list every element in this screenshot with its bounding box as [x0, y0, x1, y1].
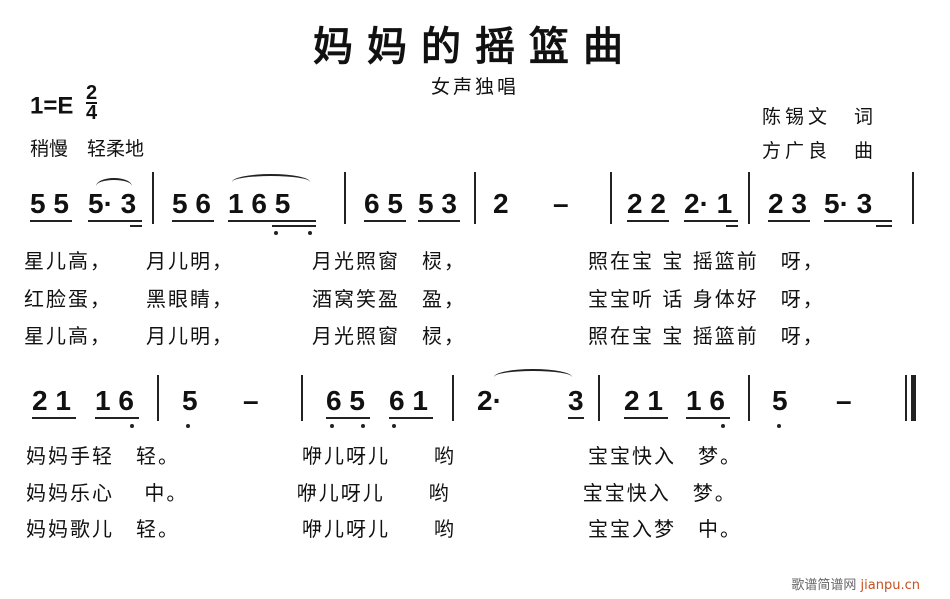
note-group: –: [836, 385, 852, 416]
beam: [32, 417, 76, 419]
watermark-site: 歌谱简谱网: [791, 578, 857, 593]
beam: [130, 225, 142, 227]
final-bar-thick: [911, 375, 916, 421]
note-group: 2 2: [627, 188, 666, 219]
octave-dot: [392, 424, 396, 428]
octave-dot: [130, 424, 134, 428]
lyric-verse-1: 妈妈手轻 轻。 咿儿呀儿 哟 宝宝快入 梦。: [26, 444, 742, 468]
bar-line: [157, 375, 159, 421]
note-group: 3: [568, 385, 584, 416]
time-numerator: 2: [86, 82, 98, 104]
beam: [389, 417, 433, 419]
slur: [96, 178, 132, 194]
note-group: 2: [493, 188, 509, 219]
note-group: –: [243, 385, 259, 416]
beam: [627, 220, 669, 222]
composer-credit: 方广良 曲: [762, 140, 878, 162]
note-group: 6 5: [364, 188, 403, 219]
bar-line: [452, 375, 454, 421]
time-denominator: 4: [86, 102, 98, 124]
notation-line-2: 2 1 1 6 5 – 6 5 6 1 2· 3 2 1 1 6 5 –: [0, 365, 950, 435]
note-group: 2 3: [768, 188, 807, 219]
octave-dot: [721, 424, 725, 428]
beam: [684, 220, 738, 222]
note-group: 5: [772, 385, 788, 416]
beam: [624, 417, 668, 419]
octave-dot: [274, 231, 278, 235]
beam: [568, 417, 584, 419]
beam: [686, 417, 730, 419]
slur: [232, 174, 310, 190]
note-group: 2· 1: [684, 188, 733, 219]
beam: [364, 220, 406, 222]
beam: [95, 417, 139, 419]
beam: [876, 225, 892, 227]
note-group: 5 3: [418, 188, 457, 219]
watermark-url: jianpu.cn: [860, 578, 920, 593]
lyricist-credit: 陈锡文 词: [762, 106, 878, 128]
note-group: 5: [182, 385, 198, 416]
tempo-marking: 稍慢 轻柔地: [30, 138, 145, 160]
note-group: 5 5: [30, 188, 69, 219]
beam: [768, 220, 810, 222]
watermark: 歌谱简谱网 jianpu.cn: [791, 574, 920, 593]
note-group: 2 1: [624, 385, 663, 416]
octave-dot: [330, 424, 334, 428]
bar-line: [610, 172, 612, 224]
octave-dot: [186, 424, 190, 428]
bar-line: [152, 172, 154, 224]
bar-line: [912, 172, 914, 224]
key-signature: 1=E 2 4: [30, 83, 98, 126]
beam: [272, 225, 316, 227]
note-group: 5· 3: [824, 188, 873, 219]
time-signature: 2 4: [86, 82, 98, 124]
bar-line: [748, 375, 750, 421]
note-group: 1 6 5: [228, 188, 291, 219]
note-group: 2·: [477, 385, 502, 416]
note-group: –: [553, 188, 569, 219]
octave-dot: [777, 424, 781, 428]
song-subtitle: 女声独唱: [430, 76, 519, 98]
beam: [228, 220, 316, 222]
beam: [418, 220, 460, 222]
final-bar-thin: [905, 375, 907, 421]
note-group: 2 1: [32, 385, 71, 416]
beam: [30, 220, 72, 222]
lyric-verse-3: 妈妈歌儿 轻。 咿儿呀儿 哟 宝宝入梦 中。: [26, 517, 742, 541]
lyric-verse-1: 星儿高， 月儿明， 月光照窗 棂， 照在宝 宝 摇篮前 呀，: [24, 249, 825, 273]
bar-line: [748, 172, 750, 224]
notation-line-1: 5 5 5· 3 5 6 1 6 5 6 5 5 3 2 – 2 2 2· 1 …: [0, 170, 950, 240]
beam: [172, 220, 214, 222]
lyric-verse-2: 妈妈乐心 中。 咿儿呀儿 哟 宝宝快入 梦。: [26, 481, 737, 505]
key-label: 1=E: [30, 92, 74, 120]
octave-dot: [361, 424, 365, 428]
beam: [824, 220, 892, 222]
bar-line: [344, 172, 346, 224]
slur: [494, 369, 572, 385]
bar-line: [474, 172, 476, 224]
lyric-verse-3: 星儿高， 月儿明， 月光照窗 棂， 照在宝 宝 摇篮前 呀，: [24, 324, 825, 348]
note-group: 6 5: [326, 385, 365, 416]
note-group: 1 6: [95, 385, 134, 416]
octave-dot: [308, 231, 312, 235]
note-group: 5 6: [172, 188, 211, 219]
beam: [726, 225, 738, 227]
bar-line: [598, 375, 600, 421]
song-title: 妈妈的摇篮曲: [313, 23, 637, 70]
note-group: 1 6: [686, 385, 725, 416]
beam: [326, 417, 370, 419]
note-group: 6 1: [389, 385, 428, 416]
lyric-verse-2: 红脸蛋， 黑眼睛， 酒窝笑盈 盈， 宝宝听 话 身体好 呀，: [24, 287, 825, 311]
bar-line: [301, 375, 303, 421]
beam: [88, 220, 142, 222]
note-group: 5· 3: [88, 188, 137, 219]
